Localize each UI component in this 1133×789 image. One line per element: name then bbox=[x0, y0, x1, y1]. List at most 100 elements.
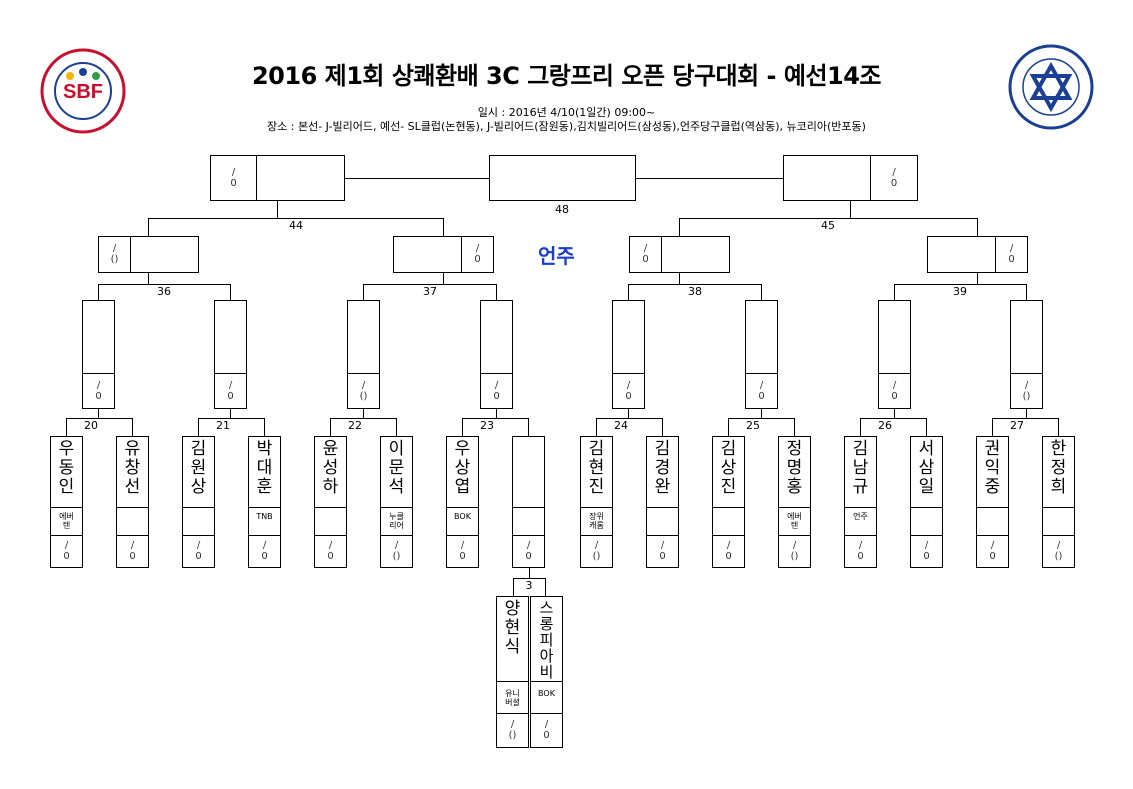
qf-score-box bbox=[98, 236, 131, 273]
player-club-box bbox=[1042, 507, 1075, 536]
match-number: 44 bbox=[289, 219, 303, 232]
bracket-line bbox=[628, 408, 629, 418]
match-number: 20 bbox=[84, 419, 98, 432]
player-name-box bbox=[580, 436, 613, 508]
player-score: / 0 bbox=[459, 540, 466, 562]
player-club-box bbox=[910, 507, 943, 536]
sf-score: / 0 bbox=[890, 167, 898, 189]
bracket-line bbox=[513, 578, 514, 596]
player-name-box bbox=[512, 436, 545, 508]
player-score: / () bbox=[592, 540, 601, 562]
player-score: / 0 bbox=[195, 540, 202, 562]
player-club-box bbox=[646, 507, 679, 536]
bracket-line bbox=[1026, 284, 1027, 300]
qf-score-box bbox=[995, 236, 1028, 273]
player-club: 언주 bbox=[853, 512, 868, 521]
bracket-line bbox=[513, 578, 545, 579]
bracket-line bbox=[496, 408, 497, 418]
player-name: 서 삼 일 bbox=[918, 439, 935, 497]
bracket-line bbox=[679, 273, 680, 284]
match-number: 22 bbox=[348, 419, 362, 432]
bracket-line bbox=[528, 418, 529, 436]
bracket-line bbox=[148, 218, 149, 236]
player-score: / 0 bbox=[857, 540, 864, 562]
player-club: 장위 캐롬 bbox=[589, 512, 604, 530]
bracket-line bbox=[66, 418, 133, 419]
match-number: 48 bbox=[555, 203, 569, 216]
bracket-line bbox=[596, 418, 663, 419]
r16-box bbox=[745, 300, 778, 374]
player-club-box bbox=[116, 507, 149, 536]
bracket-line bbox=[992, 418, 993, 436]
r16-box bbox=[82, 300, 115, 374]
bracket-line bbox=[860, 418, 927, 419]
player-name-box bbox=[712, 436, 745, 508]
player-name-box bbox=[50, 436, 83, 508]
bracket-line bbox=[977, 218, 978, 236]
player-club-box bbox=[976, 507, 1009, 536]
event-venue: 장소 : 본선- J-빌리어드, 예선- SL클럽(논현동), J-빌리어드(잠… bbox=[267, 120, 866, 133]
bracket-line bbox=[363, 408, 364, 418]
prelim-score-box bbox=[530, 713, 563, 748]
bracket-line bbox=[529, 568, 530, 578]
player-score: / 0 bbox=[989, 540, 996, 562]
player-name: 김 원 상 bbox=[190, 439, 207, 497]
player-score-box bbox=[380, 535, 413, 568]
r16-score: / 0 bbox=[95, 380, 102, 402]
player-name: 김 남 규 bbox=[852, 439, 869, 497]
qf-score: / 0 bbox=[642, 243, 649, 265]
bracket-line bbox=[330, 418, 397, 419]
r16-score: / 0 bbox=[625, 380, 632, 402]
player-score: / () bbox=[1054, 540, 1063, 562]
sf-score: / 0 bbox=[230, 167, 237, 189]
bracket-line bbox=[628, 284, 762, 285]
player-name-box bbox=[182, 436, 215, 508]
player-score-box bbox=[976, 535, 1009, 568]
player-club: 에버 텐 bbox=[59, 512, 74, 530]
player-score-box bbox=[50, 535, 83, 568]
bracket-line bbox=[264, 418, 265, 436]
bracket-line bbox=[148, 273, 149, 284]
player-score: / 0 bbox=[129, 540, 136, 562]
r16-box bbox=[878, 300, 911, 374]
bracket-line bbox=[462, 418, 529, 419]
player-name: 권 익 중 bbox=[984, 439, 1001, 497]
match-number: 23 bbox=[480, 419, 494, 432]
player-name-box bbox=[844, 436, 877, 508]
player-score: / 0 bbox=[63, 540, 70, 562]
r16-score: / 0 bbox=[758, 380, 765, 402]
qf-score-box bbox=[629, 236, 662, 273]
bracket-line bbox=[860, 418, 861, 436]
match-number: 21 bbox=[216, 419, 230, 432]
sbf-logo: SBF bbox=[40, 48, 126, 134]
player-score-box bbox=[512, 535, 545, 568]
r16-score: / 0 bbox=[493, 380, 500, 402]
player-name: 박 대 훈 bbox=[256, 439, 273, 497]
player-club-box bbox=[314, 507, 347, 536]
final-box bbox=[489, 155, 636, 201]
player-club: 누클 리어 bbox=[389, 512, 404, 530]
r16-box bbox=[214, 300, 247, 374]
match-number: 36 bbox=[157, 285, 171, 298]
r16-score-box bbox=[612, 373, 645, 409]
prelim-name-box bbox=[530, 596, 563, 682]
player-score: / 0 bbox=[525, 540, 532, 562]
qf-score: / () bbox=[110, 243, 119, 265]
bracket-line bbox=[230, 408, 231, 418]
r16-score-box bbox=[480, 373, 513, 409]
player-name: 우 동 인 bbox=[58, 439, 75, 497]
bracket-line bbox=[1026, 408, 1027, 418]
seoul-sports-council-logo bbox=[1008, 44, 1094, 130]
player-name: 김 경 완 bbox=[654, 439, 671, 497]
player-score: / () bbox=[508, 719, 517, 741]
player-score-box bbox=[446, 535, 479, 568]
match-number: 39 bbox=[953, 285, 967, 298]
bracket-line bbox=[198, 418, 265, 419]
player-club: BOK bbox=[454, 512, 471, 521]
svg-text:SBF: SBF bbox=[63, 81, 103, 103]
player-name-box bbox=[446, 436, 479, 508]
bracket-line bbox=[728, 418, 729, 436]
player-score: / 0 bbox=[327, 540, 334, 562]
player-name: 우 상 엽 bbox=[454, 439, 471, 497]
r16-score: / () bbox=[359, 380, 368, 402]
